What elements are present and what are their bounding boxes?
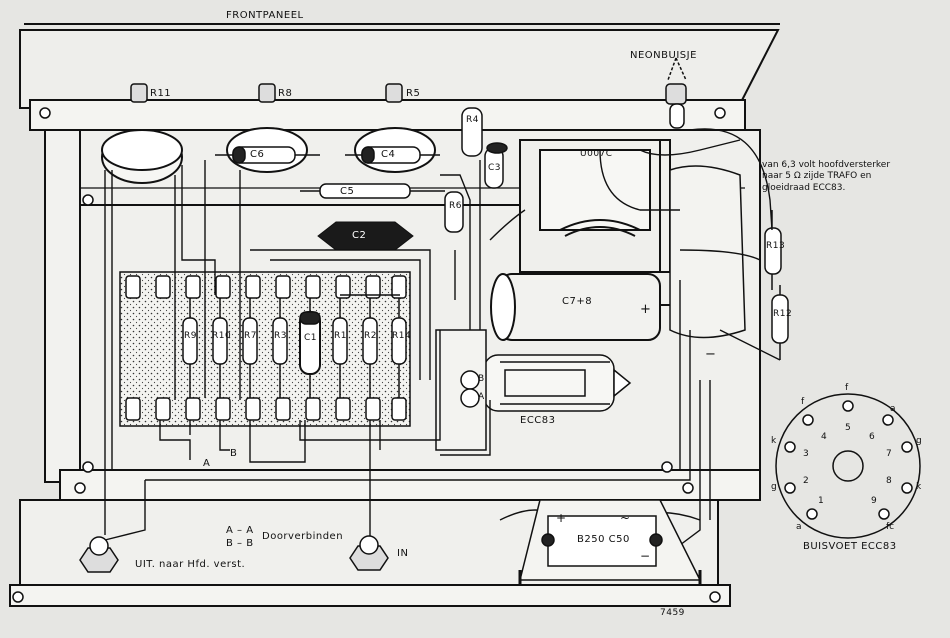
note-line-2: naar 5 Ω zijde TRAFO en: [762, 171, 872, 182]
note-line-1: van 6,3 volt hoofdversterker: [762, 160, 891, 170]
c4-label: C4: [381, 149, 396, 160]
transformer-label: U007C: [580, 149, 613, 159]
r3-label: R3: [274, 331, 287, 341]
socket-label-top-right: a: [890, 404, 896, 414]
socket-pin-1: 1: [818, 496, 824, 506]
c7-8-label: C7+8: [562, 296, 593, 307]
r9-label: R9: [184, 331, 197, 341]
c5-label: C5: [340, 186, 355, 197]
socket-label-right-upper: g: [916, 436, 922, 446]
tube-socket: [775, 393, 921, 539]
c3-label: C3: [488, 163, 502, 173]
r4-label: R4: [466, 115, 479, 125]
socket-label-top-left: f: [801, 397, 805, 407]
socket-label-right-lower: k: [916, 482, 922, 492]
socket-title: BUISVOET ECC83: [803, 541, 897, 552]
link-aa-label: A – A: [226, 525, 254, 536]
input-label: IN: [397, 548, 409, 559]
r6-label: R6: [449, 201, 462, 211]
link-bb-label: B – B: [226, 538, 254, 549]
c1-label: C1: [304, 333, 318, 343]
socket-label-left-upper: k: [771, 436, 777, 446]
figure-number: 7459: [660, 608, 685, 618]
socket-pin-4: 4: [821, 432, 827, 442]
rectifier-plus: +: [556, 511, 567, 525]
c2-label: C2: [352, 230, 367, 241]
transformer: [519, 139, 671, 273]
r5-label: R5: [406, 88, 421, 99]
rectifier: [518, 499, 702, 585]
socket-pin-7: 7: [886, 449, 892, 459]
jacks: [79, 535, 389, 573]
r8-label: R8: [278, 88, 293, 99]
pot-shafts: [130, 83, 687, 105]
socket-label-bottom-right: fc: [886, 522, 895, 532]
socket-pin-5: 5: [845, 423, 851, 433]
r2-label: R2: [364, 331, 377, 341]
socket-label-bottom-left: a: [796, 522, 802, 532]
socket-pin-9: 9: [871, 496, 877, 506]
r11-label: R11: [150, 88, 172, 99]
pot-capacitors: [215, 107, 508, 233]
wire-a-label: A: [203, 458, 211, 469]
r10-label: R10: [212, 331, 232, 341]
tube-pin-a-label: A: [478, 392, 485, 402]
socket-pin-2: 2: [803, 476, 809, 486]
wire-b-label: B: [230, 448, 238, 459]
r7-label: R7: [244, 331, 257, 341]
r1-label: R1: [334, 331, 347, 341]
c6-label: C6: [250, 149, 265, 160]
socket-label-left-lower: g: [771, 482, 777, 492]
capacitor-c7-8: [490, 273, 700, 341]
r12-label: R12: [773, 309, 793, 319]
rectifier-minus: −: [640, 549, 651, 563]
c7-8-minus: −: [705, 347, 717, 362]
r13-label: R13: [766, 241, 786, 251]
tube-label: ECC83: [520, 415, 556, 426]
rectifier-ac: ~: [620, 511, 631, 525]
neon-and-right-resistors: [667, 57, 789, 360]
chassis-holes: [12, 107, 726, 603]
terminal-board: [119, 271, 411, 427]
socket-pin-8: 8: [886, 476, 892, 486]
front-panel-label: FRONTPANEEL: [226, 10, 304, 21]
tube-pin-b-label: B: [478, 374, 485, 384]
neon-label: NEONBUISJE: [630, 50, 697, 61]
note-line-3: gloeidraad ECC83.: [762, 182, 846, 193]
heater-note: van 6,3 volt hoofdversterker naar 5 Ω zi…: [762, 160, 942, 194]
tube-ecc83: [435, 329, 632, 451]
wires: [104, 128, 781, 561]
socket-pin-3: 3: [803, 449, 809, 459]
socket-label-top: f: [845, 383, 849, 393]
socket-pin-6: 6: [869, 432, 875, 442]
r14-label: R14: [392, 331, 412, 341]
link-connect-label: Doorverbinden: [262, 531, 344, 542]
output-label: UIT. naar Hfd. verst.: [135, 559, 246, 570]
rectifier-label: B250 C50: [577, 534, 630, 545]
board-resistors: [182, 298, 407, 398]
c7-8-plus: +: [640, 302, 652, 317]
